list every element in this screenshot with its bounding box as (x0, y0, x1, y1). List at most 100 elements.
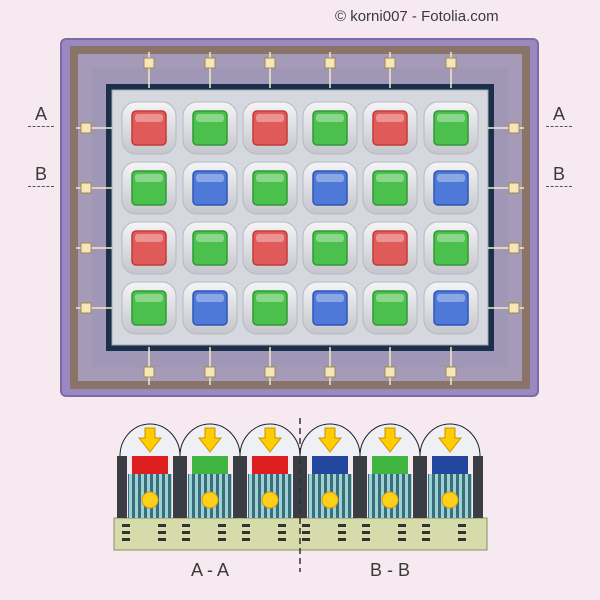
bond-pad-top (264, 57, 276, 69)
pixel-filter-green (131, 290, 167, 326)
light-absorb-icon (321, 491, 339, 509)
pixel-highlight (196, 114, 224, 122)
pixel-cell (302, 101, 358, 155)
light-absorb-icon (201, 491, 219, 509)
pixel-highlight (316, 234, 344, 242)
light-absorb-icon (141, 491, 159, 509)
pixel-cell (302, 281, 358, 335)
substrate-circuit (458, 531, 466, 534)
substrate-circuit (398, 531, 406, 534)
pixel-highlight (256, 234, 284, 242)
bond-pad-left (80, 122, 92, 134)
substrate-circuit (398, 538, 406, 541)
pixel-highlight (135, 294, 163, 302)
section-filter-red (132, 456, 168, 474)
section-marker-right-b-letter: B (552, 164, 565, 184)
bond-pad-top (324, 57, 336, 69)
bond-pad-top (204, 57, 216, 69)
section-marker-dash (546, 186, 572, 187)
substrate-circuit (242, 531, 250, 534)
bond-pad-right (508, 242, 520, 254)
pixel-filter-green (131, 170, 167, 206)
light-arrow-icon (317, 427, 343, 453)
substrate-circuit (302, 531, 310, 534)
bond-pad-bottom (204, 366, 216, 378)
section-marker-right-a: A (546, 104, 572, 127)
section-marker-right-a-letter: A (552, 104, 565, 124)
pixel-highlight (376, 114, 404, 122)
section-filter-blue (432, 456, 468, 474)
pixel-highlight (135, 174, 163, 182)
light-arrow-icon (437, 427, 463, 453)
pixel-highlight (437, 174, 465, 182)
substrate-circuit (122, 538, 130, 541)
substrate-circuit (218, 524, 226, 527)
light-arrow-icon (257, 427, 283, 453)
substrate-circuit (302, 524, 310, 527)
bond-pad-bottom (264, 366, 276, 378)
light-arrow-icon (377, 427, 403, 453)
substrate-circuit (302, 538, 310, 541)
pixel-filter-green (433, 230, 469, 266)
section-filter-green (192, 456, 228, 474)
section-filter-green (372, 456, 408, 474)
pixel-highlight (316, 174, 344, 182)
pixel-filter-red (372, 110, 408, 146)
pixel-filter-green (252, 290, 288, 326)
substrate-circuit (122, 531, 130, 534)
section-marker-left-b: B (28, 164, 54, 187)
pixel-cell (121, 101, 177, 155)
pixel-highlight (316, 294, 344, 302)
substrate-circuit (458, 538, 466, 541)
pixel-cell (121, 281, 177, 335)
pixel-cell (182, 221, 238, 275)
pixel-highlight (437, 234, 465, 242)
section-wall (297, 456, 307, 518)
substrate-circuit (158, 531, 166, 534)
substrate-circuit (218, 538, 226, 541)
substrate-circuit (278, 538, 286, 541)
pixel-cell (423, 101, 479, 155)
cross-section-label-a: A - A (190, 560, 230, 580)
pixel-cell (182, 161, 238, 215)
pixel-highlight (437, 294, 465, 302)
cross-section-label-b: B - B (369, 560, 410, 580)
section-marker-left-a-letter: A (34, 104, 47, 124)
bond-pad-top (445, 57, 457, 69)
substrate-circuit (362, 531, 370, 534)
pixel-grid (121, 101, 479, 335)
pixel-cell (182, 281, 238, 335)
pixel-cell (362, 101, 418, 155)
substrate-circuit (422, 531, 430, 534)
bond-pad-top (384, 57, 396, 69)
pixel-filter-red (131, 110, 167, 146)
bond-pads (76, 52, 524, 385)
pixel-cell (121, 161, 177, 215)
section-wall (473, 456, 483, 518)
light-arrow-icon (197, 427, 223, 453)
pixel-cell (362, 221, 418, 275)
pixel-filter-green (433, 110, 469, 146)
substrate-circuit (218, 531, 226, 534)
pixel-highlight (135, 234, 163, 242)
pixel-cell (242, 101, 298, 155)
pixel-filter-blue (312, 290, 348, 326)
pixel-highlight (256, 294, 284, 302)
pixel-highlight (196, 234, 224, 242)
substrate-circuit (122, 524, 130, 527)
pixel-cell (302, 161, 358, 215)
bond-pad-left (80, 302, 92, 314)
pixel-highlight (316, 114, 344, 122)
section-marker-left-b-letter: B (34, 164, 47, 184)
substrate-circuit (242, 538, 250, 541)
substrate-circuit (422, 538, 430, 541)
substrate-circuit (398, 524, 406, 527)
substrate-circuit (158, 524, 166, 527)
copyright-text: © korni007 - Fotolia.com (335, 8, 499, 25)
substrate-circuit (182, 531, 190, 534)
pixel-filter-green (312, 230, 348, 266)
pixel-highlight (376, 234, 404, 242)
pixel-highlight (135, 114, 163, 122)
bond-pad-left (80, 242, 92, 254)
pixel-filter-red (252, 230, 288, 266)
